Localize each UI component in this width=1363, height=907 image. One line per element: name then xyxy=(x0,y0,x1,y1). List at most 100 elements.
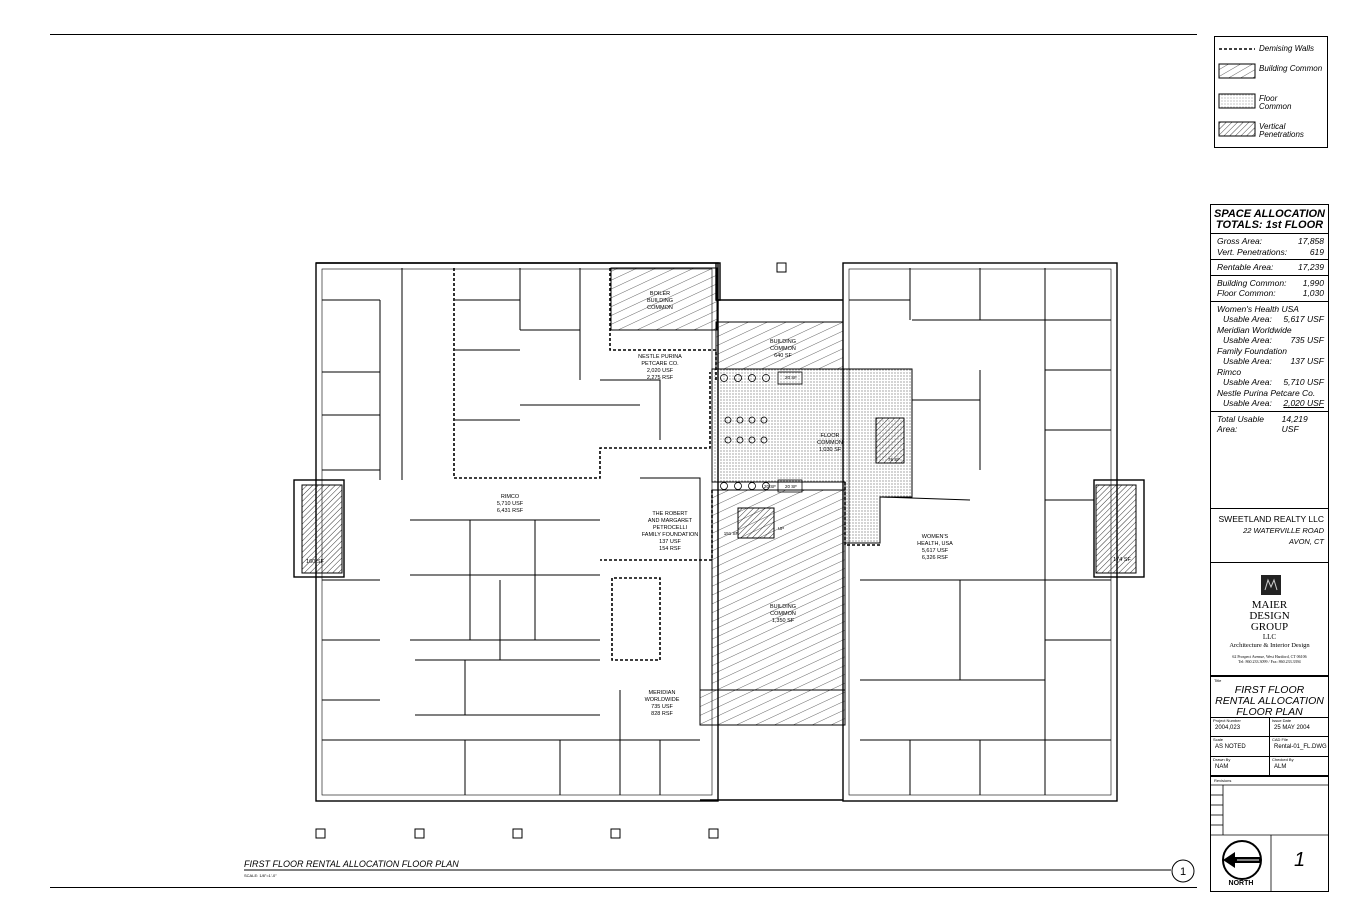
boiler-common-area xyxy=(610,267,718,331)
client-name: SWEETLAND REALTY LLC xyxy=(1218,514,1325,524)
north-label: NORTH xyxy=(1228,880,1254,887)
scale-value: AS NOTED xyxy=(1215,744,1246,750)
foundation-4: FAMILY FOUNDATION xyxy=(642,532,699,538)
legend-vertical-swatch xyxy=(1218,121,1256,137)
womens-2: HEALTH, USA xyxy=(917,541,953,547)
small-20b: 20 SF xyxy=(785,484,797,489)
drawing-scale: SCALE: 1/8"=1'-0" xyxy=(244,873,277,878)
small-76: 76 SF xyxy=(888,457,900,462)
title-block: Title FIRST FLOOR RENTAL ALLOCATION FLOO… xyxy=(1210,676,1329,776)
bldg-common-mid-2: COMMON xyxy=(770,611,796,617)
womens-3: 5,617 USF xyxy=(922,548,949,554)
column-markers xyxy=(315,262,787,839)
foundation-2: AND MARGARET xyxy=(648,518,693,524)
meridian-3: 735 USF xyxy=(651,704,673,710)
meridian-4: 828 RSF xyxy=(651,711,673,717)
rimco-1: RIMCO xyxy=(501,494,520,500)
tenant-name: Women's Health USA xyxy=(1217,303,1299,314)
client-address-1: 22 WATERVILLE ROAD xyxy=(1243,526,1324,535)
floor-common-3: 1,030 SF xyxy=(819,447,842,453)
title-label: Title xyxy=(1214,678,1222,683)
totals-title-1: SPACE ALLOCATION xyxy=(1213,208,1325,220)
vertical-shaft-right xyxy=(1095,484,1137,574)
legend-label-building: Building Common xyxy=(1259,64,1323,73)
legend-floor-swatch xyxy=(1218,93,1256,109)
sheet-title-3: FLOOR PLAN xyxy=(1236,706,1303,718)
drawing-tag-circle xyxy=(1171,859,1195,883)
logo-mark-icon xyxy=(1264,578,1278,591)
drawing-tag: 1 xyxy=(1180,866,1186,878)
issue-value: 25 MAY 2004 xyxy=(1274,725,1310,731)
cad-label: CAD File xyxy=(1272,737,1289,742)
vertical-shaft-left xyxy=(301,484,343,574)
scale-label: Scale xyxy=(1213,737,1224,742)
firm-logo xyxy=(1261,575,1281,595)
checked-label: Checked By xyxy=(1272,757,1294,762)
building-common-row: Building Common:1,990 xyxy=(1217,277,1324,288)
rimco-2: 5,710 USF xyxy=(497,501,524,507)
tenant-usable: Usable Area:137 USF xyxy=(1223,356,1324,366)
sheet-number: 1 xyxy=(1293,849,1306,871)
firm-tagline: Architecture & Interior Design xyxy=(1229,642,1310,649)
floor-common-1: FLOOR xyxy=(821,433,840,439)
sheet-divider xyxy=(1197,34,1198,888)
drawing-title: FIRST FLOOR RENTAL ALLOCATION FLOOR PLAN xyxy=(244,859,459,869)
tenant-name: Nestle Purina Petcare Co. xyxy=(1217,387,1316,398)
small-20c: 20 SF xyxy=(764,484,776,489)
tenant-usable: Usable Area:5,710 USF xyxy=(1223,377,1324,387)
tenant-usable: Usable Area:735 USF xyxy=(1223,335,1324,345)
firm-name-2: DESIGN xyxy=(1249,610,1290,622)
tenant-usable: Usable Area:2,020 USF xyxy=(1223,398,1324,408)
building-common-bottom-area xyxy=(699,689,846,726)
totals-title-2: TOTALS: 1st FLOOR xyxy=(1215,219,1324,231)
project-label: Project Number xyxy=(1213,718,1241,723)
firm-contact-2: Tel: 860.233.3099 / Fax: 860.233.3394 xyxy=(1238,659,1301,664)
foundation-5: 137 USF xyxy=(659,539,681,545)
bldg-common-top-3: 640 SF xyxy=(774,353,792,359)
drawn-value: NAM xyxy=(1215,764,1229,770)
drawn-label: Drawn By xyxy=(1213,757,1231,762)
boiler-label-1: BOILER xyxy=(650,291,670,297)
bldg-common-mid-3: 1,350 SF xyxy=(772,618,795,624)
firm-name-1: MAIER xyxy=(1251,599,1288,611)
foundation-6: 154 RSF xyxy=(659,546,681,552)
legend-label-demising: Demising Walls xyxy=(1259,44,1314,53)
checked-value: ALM xyxy=(1274,764,1287,770)
bldg-common-top-1: BUILDING xyxy=(770,339,796,345)
firm-name-4: LLC xyxy=(1262,633,1277,641)
revisions-block: Revisions NORTH 1 xyxy=(1210,776,1329,892)
nestle-label-4: 2,275 RSF xyxy=(647,375,674,381)
legend-building-swatch xyxy=(1218,63,1256,79)
sheet-title: FIRST FLOOR RENTAL ALLOCATION FLOOR PLAN xyxy=(1211,685,1328,718)
vertical-shaft-center xyxy=(875,417,905,464)
plan-labels: BOILER BUILDING COMMON NESTLE PURINA PET… xyxy=(306,291,1131,717)
building-common-top-area xyxy=(715,321,844,370)
nestle-label-3: 2,020 USF xyxy=(647,368,674,374)
boiler-label-2: BUILDING xyxy=(647,298,673,304)
legend: Demising Walls Building Common Floor Com… xyxy=(1214,36,1328,148)
issue-label: Issue Date xyxy=(1272,718,1292,723)
interior-walls xyxy=(322,268,1111,795)
gross-row: Gross Area:17,858 xyxy=(1217,236,1324,246)
restroom-fixtures xyxy=(720,371,803,493)
sheet-bottom-border xyxy=(50,887,1197,888)
meridian-2: WORLDWIDE xyxy=(645,697,680,703)
floor-plan: BOILER BUILDING COMMON NESTLE PURINA PET… xyxy=(244,262,1195,883)
vert-row: Vert. Penetrations:619 xyxy=(1217,246,1324,257)
project-value: 2004,023 xyxy=(1215,725,1241,731)
floor-common-row: Floor Common:1,030 xyxy=(1217,288,1324,298)
womens-1: WOMEN'S xyxy=(922,534,949,540)
rimco-3: 6,431 RSF xyxy=(497,508,524,514)
shaft-right-label: 174 SF xyxy=(1113,557,1131,563)
floor-common-area xyxy=(711,368,913,544)
sheet-title-2: RENTAL ALLOCATION xyxy=(1215,695,1324,707)
small-20a: 20 SF xyxy=(785,375,797,380)
north-arrow-icon xyxy=(1222,840,1262,880)
client-address-2: AVON, CT xyxy=(1288,537,1324,546)
bldg-common-mid-1: BUILDING xyxy=(770,604,796,610)
space-allocation-totals: SPACE ALLOCATION TOTALS: 1st FLOOR Gross… xyxy=(1210,204,1329,509)
legend-swatches xyxy=(1218,48,1256,137)
demising-walls xyxy=(453,268,880,661)
boiler-label-3: COMMON xyxy=(647,305,673,311)
foundation-1: THE ROBERT xyxy=(652,511,688,517)
